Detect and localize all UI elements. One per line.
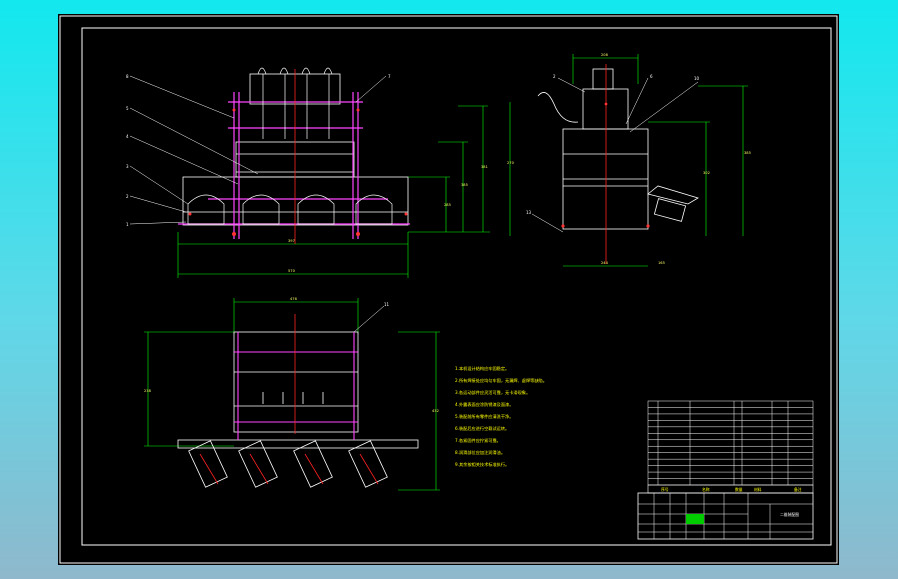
top-dim-3: 432: [432, 409, 439, 413]
front-dim-2: 570: [288, 269, 296, 273]
top-dim-1: 476: [290, 297, 298, 301]
note-8: 8.润滑部位应加注润滑油。: [455, 449, 505, 456]
note-3: 3.各运动部件应灵活可靠，无卡滞现象。: [455, 389, 530, 396]
front-dim-4: 385: [461, 183, 468, 187]
side-callout-1: 2: [553, 74, 556, 79]
note-5: 5.装配前所有零件应清洗干净。: [455, 413, 513, 420]
drawing-sheet: 8 5 4 3 2 1 7 397 570 285 385 381: [58, 14, 839, 565]
front-callout-1: 8: [126, 74, 129, 79]
drawing-title: 二维装配图: [780, 512, 799, 517]
side-callout-3: 10: [694, 76, 700, 81]
side-dim-3: 385: [744, 151, 751, 155]
top-dim-2: 238: [144, 389, 152, 393]
side-dim-5: 270: [507, 161, 515, 165]
parts-header-material: 材料: [754, 487, 762, 492]
side-dim-2: 244: [601, 261, 609, 265]
parts-list: 序号 名称 数量 材料 备注: [647, 400, 814, 494]
drawing-canvas: 8 5 4 3 2 1 7 397 570 285 385 381: [59, 15, 838, 564]
side-view: 2 6 10 13 208 244 385 302 270 165: [507, 53, 751, 267]
parts-header-qty: 数量: [735, 487, 743, 492]
note-4: 4.外露表面应涂防锈漆及面漆。: [455, 401, 513, 408]
parts-header-name: 名称: [702, 487, 710, 492]
parts-header-remark: 备注: [794, 487, 802, 492]
inner-frame: [81, 27, 832, 546]
front-callout-3: 4: [126, 134, 129, 139]
top-callout-1: 11: [384, 302, 390, 307]
note-7: 7.各紧固件应拧紧可靠。: [455, 437, 501, 444]
front-callout-7: 7: [388, 74, 391, 79]
note-1: 1.本机设计结构应牢固稳定。: [455, 365, 509, 372]
side-dim-6: 165: [658, 261, 665, 265]
side-dim-1: 208: [601, 53, 609, 57]
front-dim-3: 285: [444, 203, 451, 207]
front-callout-5: 2: [126, 194, 129, 199]
technical-notes: 1.本机设计结构应牢固稳定。 2.所有焊接处应均匀牢固，无漏焊、虚焊等缺陷。 3…: [455, 365, 547, 468]
note-6: 6.装配后应进行空载试运转。: [455, 425, 509, 432]
front-callout-2: 5: [126, 106, 129, 111]
side-callout-2: 6: [650, 74, 653, 79]
side-callout-4: 13: [526, 210, 532, 215]
front-callout-4: 3: [126, 164, 129, 169]
parts-header-index: 序号: [661, 487, 669, 492]
front-dim-1: 397: [288, 239, 295, 243]
side-dim-4: 302: [703, 171, 710, 175]
title-block: 二维装配图: [637, 492, 814, 540]
front-view: 8 5 4 3 2 1 7 397 570 285 385 381: [126, 67, 490, 278]
front-callout-6: 1: [126, 222, 129, 227]
outer-frame: [59, 15, 838, 564]
front-dim-5: 381: [481, 165, 488, 169]
top-view: 11 476 238 432: [144, 297, 440, 491]
note-9: 9.其余按相关技术标准执行。: [455, 461, 509, 468]
note-2: 2.所有焊接处应均匀牢固，无漏焊、虚焊等缺陷。: [455, 377, 547, 384]
